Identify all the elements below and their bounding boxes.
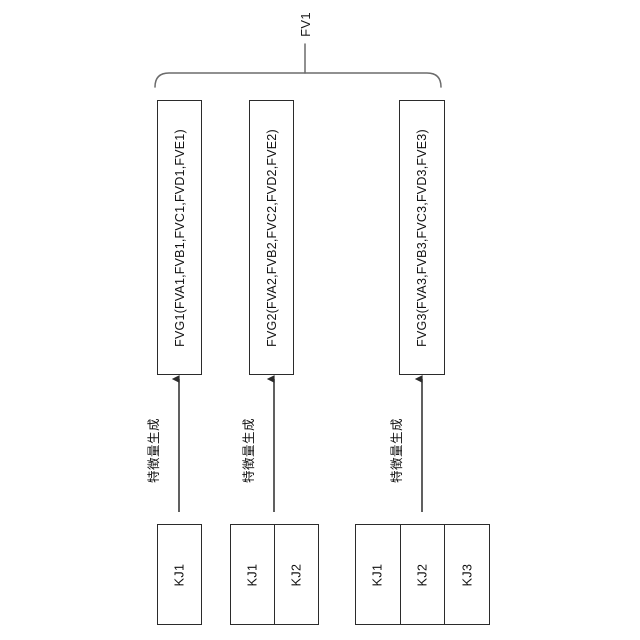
arrow-caption-text-1: 特徴量生成	[146, 417, 161, 483]
source-cell-label: KJ3	[460, 563, 475, 586]
arrow-caption-1: 特徴量生成	[141, 400, 163, 500]
group-label-text: FV1	[297, 11, 313, 37]
source-group-1[interactable]: KJ1	[157, 524, 202, 625]
source-cell[interactable]: KJ1	[158, 525, 201, 624]
arrow-caption-text-2: 特徴量生成	[241, 417, 256, 483]
group-bracket	[154, 43, 442, 88]
source-cell-label: KJ2	[415, 563, 430, 586]
feature-vector-box-3[interactable]: FVG3(FVA3,FVB3,FVC3,FVD3,FVE3)	[399, 100, 445, 375]
source-cell-label: KJ2	[289, 563, 304, 586]
source-cell-label: KJ1	[245, 563, 260, 586]
arrow-caption-text-3: 特徴量生成	[389, 417, 404, 483]
feature-vector-box-1[interactable]: FVG1(FVA1,FVB1,FVC1,FVD1,FVE1)	[157, 100, 202, 375]
feature-vector-label-1: FVG1(FVA1,FVB1,FVC1,FVD1,FVE1)	[172, 128, 187, 347]
source-cell[interactable]: KJ2	[399, 525, 445, 624]
source-group-3[interactable]: KJ1 KJ2 KJ3	[355, 524, 490, 625]
feature-vector-box-2[interactable]: FVG2(FVA2,FVB2,FVC2,FVD2,FVE2)	[249, 100, 294, 375]
arrow-caption-2: 特徴量生成	[236, 400, 258, 500]
source-cell[interactable]: KJ2	[274, 525, 318, 624]
group-label-fv1: FV1	[288, 4, 322, 44]
arrow-caption-3: 特徴量生成	[384, 400, 406, 500]
source-cell-label: KJ1	[370, 563, 385, 586]
source-cell[interactable]: KJ1	[231, 525, 274, 624]
source-cell[interactable]: KJ1	[356, 525, 400, 624]
source-group-2[interactable]: KJ1 KJ2	[230, 524, 319, 625]
source-cell[interactable]: KJ3	[444, 525, 490, 624]
source-cell-label: KJ1	[172, 563, 187, 586]
feature-vector-label-2: FVG2(FVA2,FVB2,FVC2,FVD2,FVE2)	[264, 128, 279, 347]
feature-vector-label-3: FVG3(FVA3,FVB3,FVC3,FVD3,FVE3)	[415, 128, 430, 347]
